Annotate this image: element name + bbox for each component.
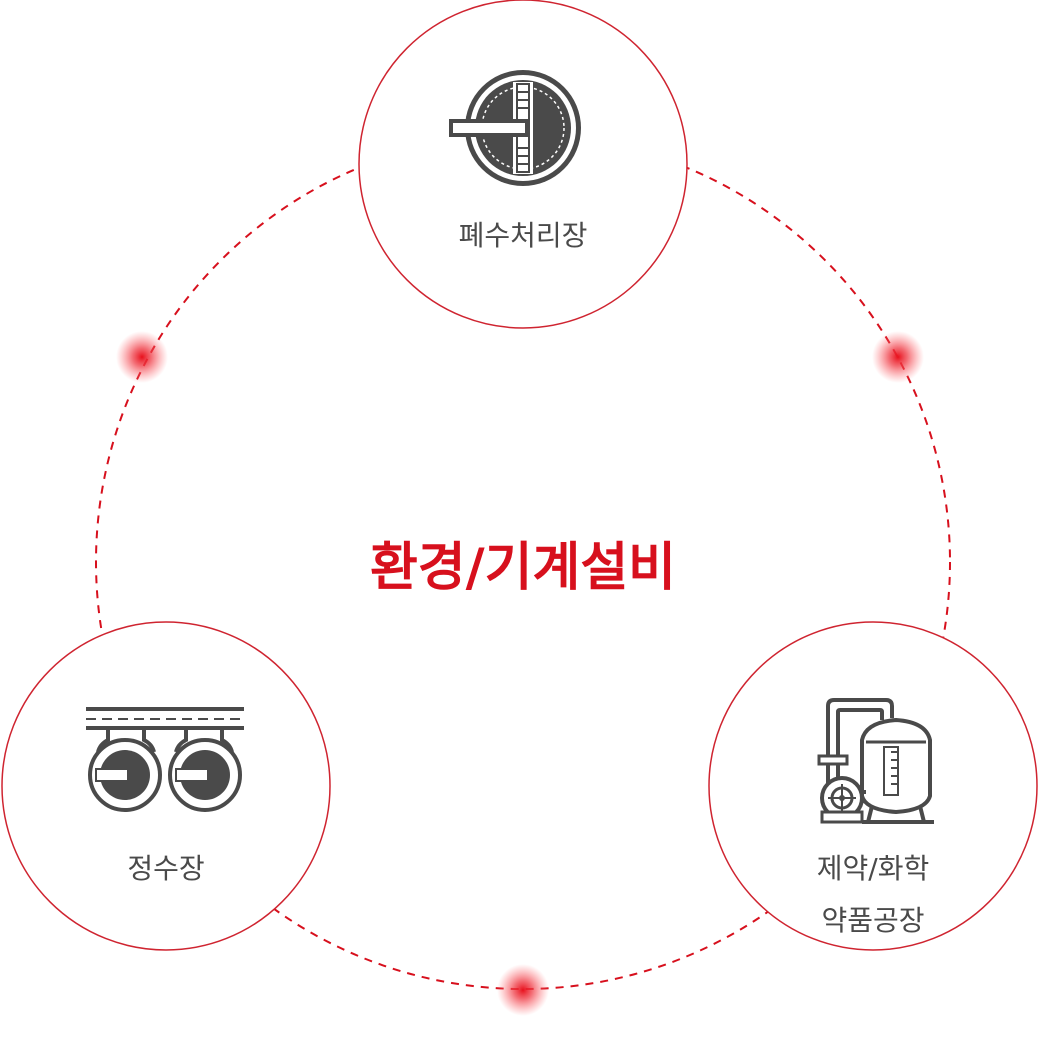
twin-pump-pipeline-icon	[86, 707, 244, 812]
node-label-wastewater: 폐수처리장	[459, 219, 588, 252]
glow-dot-left	[116, 331, 168, 383]
node-pharma: 제약/화학 약품공장	[708, 621, 1038, 951]
node-water-purification: 정수장	[1, 621, 331, 951]
clarifier-tank-icon	[449, 70, 581, 186]
node-wastewater: 폐수처리장	[358, 0, 688, 329]
glow-dot-right	[872, 331, 924, 383]
node-label-pharma-line2: 약품공장	[821, 904, 924, 937]
center-title: 환경/기계설비	[370, 538, 676, 598]
chemical-reactor-pump-icon	[817, 698, 934, 824]
node-label-pharma-line1: 제약/화학	[817, 852, 929, 885]
node-label-water-purification: 정수장	[127, 852, 204, 885]
glow-dot-bottom	[497, 964, 549, 1016]
